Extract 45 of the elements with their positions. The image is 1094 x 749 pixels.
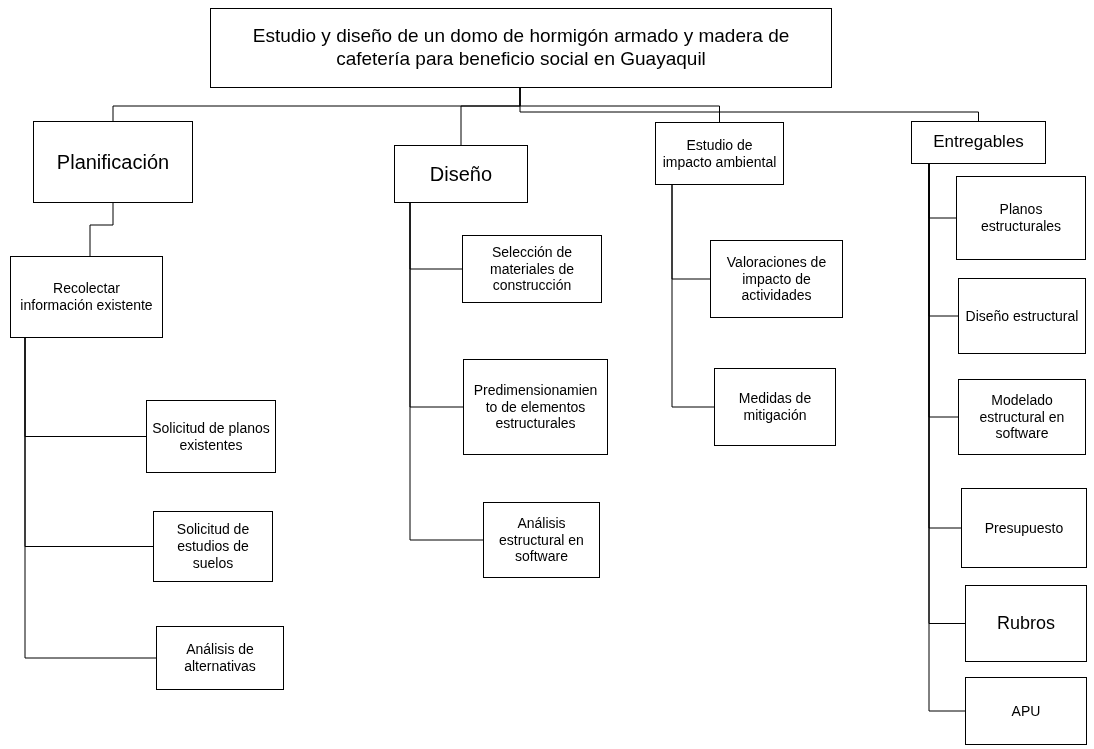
connector-line: [519, 87, 979, 122]
process-box: [10, 256, 163, 338]
node-label: Solicitud de estudios de suelos: [175, 521, 251, 572]
process-box: [483, 502, 600, 578]
node-label: Presupuesto: [984, 519, 1064, 537]
process-box: [153, 511, 273, 582]
node-label: Diseño estructural: [965, 307, 1079, 325]
process-box: [655, 122, 784, 185]
node-label: Diseño: [429, 162, 493, 186]
node-label: Medidas de mitigación: [737, 390, 813, 424]
node-label: Selección de materiales de construcción: [488, 243, 575, 295]
node-label: Rubros: [997, 612, 1055, 635]
node-label: Análisis estructural en software: [498, 514, 585, 566]
connector-line: [409, 202, 484, 541]
process-box: [958, 379, 1086, 455]
process-box: [146, 400, 276, 473]
process-box: [965, 677, 1087, 745]
process-box: [911, 121, 1046, 164]
process-box: [710, 240, 843, 318]
process-box: [965, 585, 1087, 662]
node-label: Análisis de alternativas: [183, 641, 257, 675]
node-label: Solicitud de planos existentes: [151, 419, 271, 454]
process-box: [462, 235, 602, 303]
node-label: Recolectar información existente: [19, 280, 154, 314]
process-box: [958, 278, 1086, 354]
node-label: Modelado estructural en software: [978, 391, 1066, 443]
process-box: [210, 8, 832, 88]
connector-line: [24, 337, 157, 659]
connector-line: [89, 202, 114, 257]
node-label: Planos estructurales: [979, 201, 1063, 235]
process-box: [33, 121, 193, 203]
process-box: [463, 359, 608, 455]
process-box: [956, 176, 1086, 260]
node-label: Planificación: [56, 150, 170, 174]
process-box: [156, 626, 284, 690]
process-box: [961, 488, 1087, 568]
node-label: APU: [1011, 702, 1041, 720]
connector-line: [671, 184, 715, 408]
node-label: Predimensionamien to de elementos estructurales: [472, 381, 599, 433]
node-label: Valoraciones de impacto de actividades: [725, 253, 828, 305]
node-label: Estudio de impacto ambiental: [661, 136, 778, 171]
process-box: [394, 145, 528, 203]
node-label: Entregables: [933, 132, 1024, 153]
node-label: Estudio y diseño de un domo de hormigón armado y madera de cafetería para beneficio social en Guayaquil: [251, 25, 791, 71]
process-box: [714, 368, 836, 446]
